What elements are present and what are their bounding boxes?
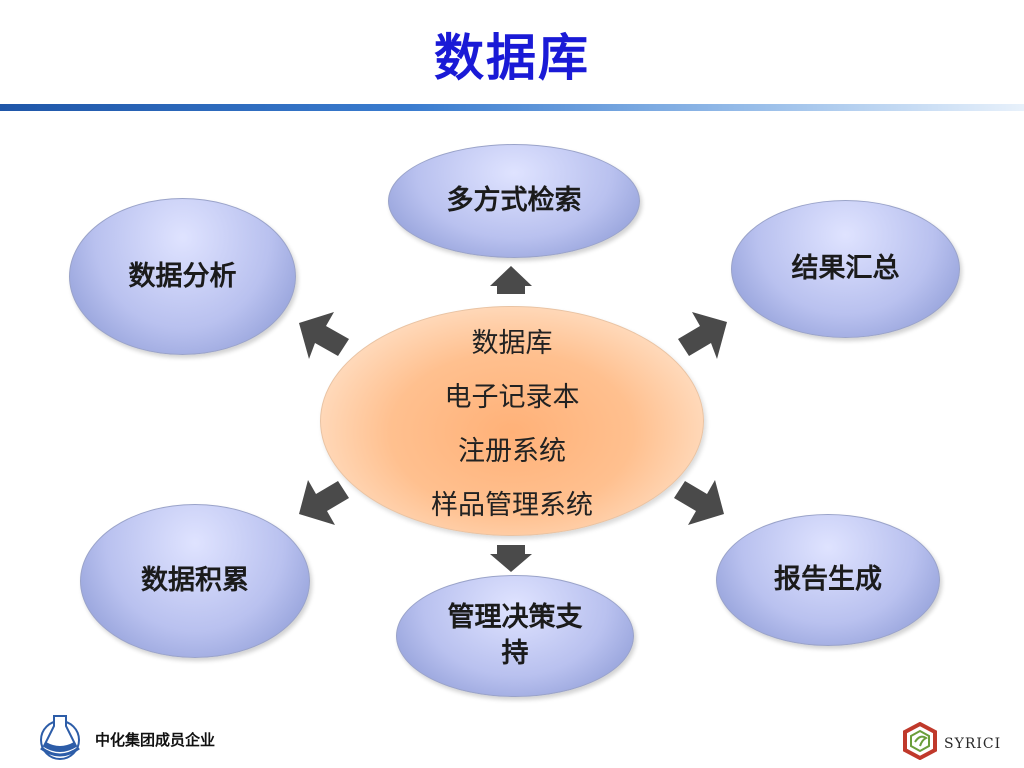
center-line-1: 数据库 bbox=[471, 328, 553, 359]
node-analysis-label: 数据分析 bbox=[128, 260, 237, 292]
arrow-upright-icon bbox=[678, 312, 727, 359]
arrow-down-stem bbox=[497, 545, 525, 555]
center-line-2: 电子记录本 bbox=[444, 382, 580, 413]
sinochem-flask-logo-icon bbox=[40, 715, 80, 760]
node-search-label: 多方式检索 bbox=[446, 185, 582, 216]
page-title: 数据库 bbox=[434, 29, 590, 87]
node-analysis: 数据分析 bbox=[69, 198, 296, 355]
arrow-downleft-icon bbox=[299, 480, 349, 525]
center-line-3: 注册系统 bbox=[458, 436, 566, 467]
arrow-up-icon bbox=[490, 266, 532, 286]
node-decision-label: 管理决策支持 bbox=[447, 602, 583, 669]
title-underline-bar bbox=[0, 104, 1024, 111]
node-summary: 结果汇总 bbox=[731, 200, 960, 338]
node-summary-label: 结果汇总 bbox=[791, 253, 900, 284]
arrow-up-stem bbox=[497, 285, 525, 294]
center-database-ellipse: 数据库 电子记录本 注册系统 样品管理系统 bbox=[320, 306, 704, 536]
footer-brand-text: SYRICI bbox=[944, 736, 1002, 752]
node-report-label: 报告生成 bbox=[774, 564, 882, 595]
node-search: 多方式检索 bbox=[388, 144, 640, 258]
arrow-down-icon bbox=[490, 554, 532, 572]
node-report: 报告生成 bbox=[716, 514, 940, 646]
node-accumulate-label: 数据积累 bbox=[141, 565, 249, 596]
node-accumulate: 数据积累 bbox=[80, 504, 310, 658]
footer-company-text: 中化集团成员企业 bbox=[95, 731, 216, 749]
node-decision: 管理决策支持 bbox=[396, 575, 634, 697]
center-line-4: 样品管理系统 bbox=[431, 490, 593, 521]
arrow-upleft-icon bbox=[299, 312, 349, 359]
syrici-hexagon-logo-icon bbox=[903, 722, 937, 760]
arrow-downright-icon bbox=[674, 480, 724, 525]
